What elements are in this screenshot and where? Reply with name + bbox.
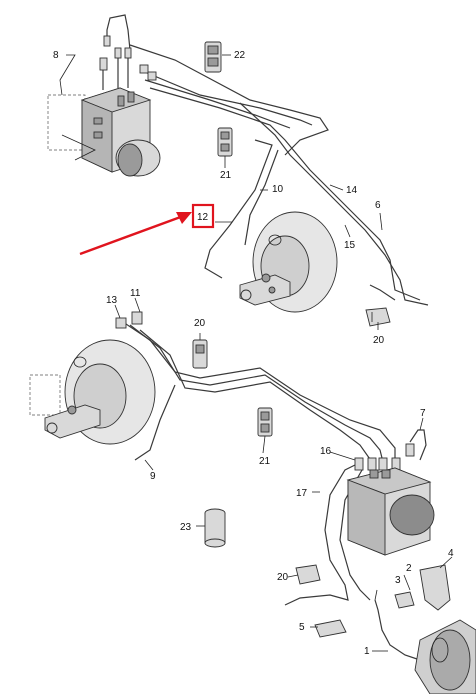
callout-10: 10 <box>272 184 284 195</box>
callout-21-bottom: 21 <box>259 456 271 467</box>
callout-12: 12 <box>197 212 209 223</box>
callout-1: 1 <box>364 646 370 657</box>
callout-20-middle: 20 <box>194 318 206 329</box>
callout-4: 4 <box>448 548 454 559</box>
callout-14: 14 <box>346 185 358 196</box>
callout-22: 22 <box>234 50 246 61</box>
callout-20-top: 20 <box>373 335 385 346</box>
fittings-top <box>99 35 157 81</box>
callout-9: 9 <box>150 471 156 482</box>
callout-3: 3 <box>395 575 401 586</box>
callout-labels: 8 22 21 10 14 6 12 15 20 13 11 20 7 16 2… <box>53 50 454 657</box>
abs-control-unit-bottom <box>346 467 435 556</box>
brake-pipes-top <box>102 14 429 306</box>
callout-13: 13 <box>106 295 118 306</box>
bracket-parts <box>314 564 451 638</box>
callout-5: 5 <box>299 622 305 633</box>
brake-booster-bottom <box>29 339 156 445</box>
callout-17: 17 <box>296 488 308 499</box>
callout-11: 11 <box>130 288 141 299</box>
highlight-part-12 <box>79 203 215 256</box>
clip-21-bottom <box>257 407 273 437</box>
clip-20-bottom <box>295 564 321 585</box>
callout-21-top: 21 <box>220 170 232 181</box>
callout-8: 8 <box>53 50 59 61</box>
callout-20-bottom: 20 <box>277 572 289 583</box>
leader-lines <box>59 54 453 652</box>
callout-15: 15 <box>344 240 356 251</box>
clip-20-top <box>365 307 391 327</box>
callout-16: 16 <box>320 446 332 457</box>
clip-22 <box>204 41 222 73</box>
callout-6: 6 <box>375 200 381 211</box>
clip-21-top <box>217 127 233 157</box>
bushing-23 <box>204 508 226 548</box>
wheel-hub <box>414 619 476 694</box>
callout-2: 2 <box>406 563 412 574</box>
callout-7: 7 <box>420 408 426 419</box>
callout-23: 23 <box>180 522 192 533</box>
abs-control-unit-top <box>47 87 161 177</box>
fittings-bottom <box>115 311 415 471</box>
clip-20-middle <box>192 339 208 369</box>
brake-booster-top <box>239 211 338 313</box>
